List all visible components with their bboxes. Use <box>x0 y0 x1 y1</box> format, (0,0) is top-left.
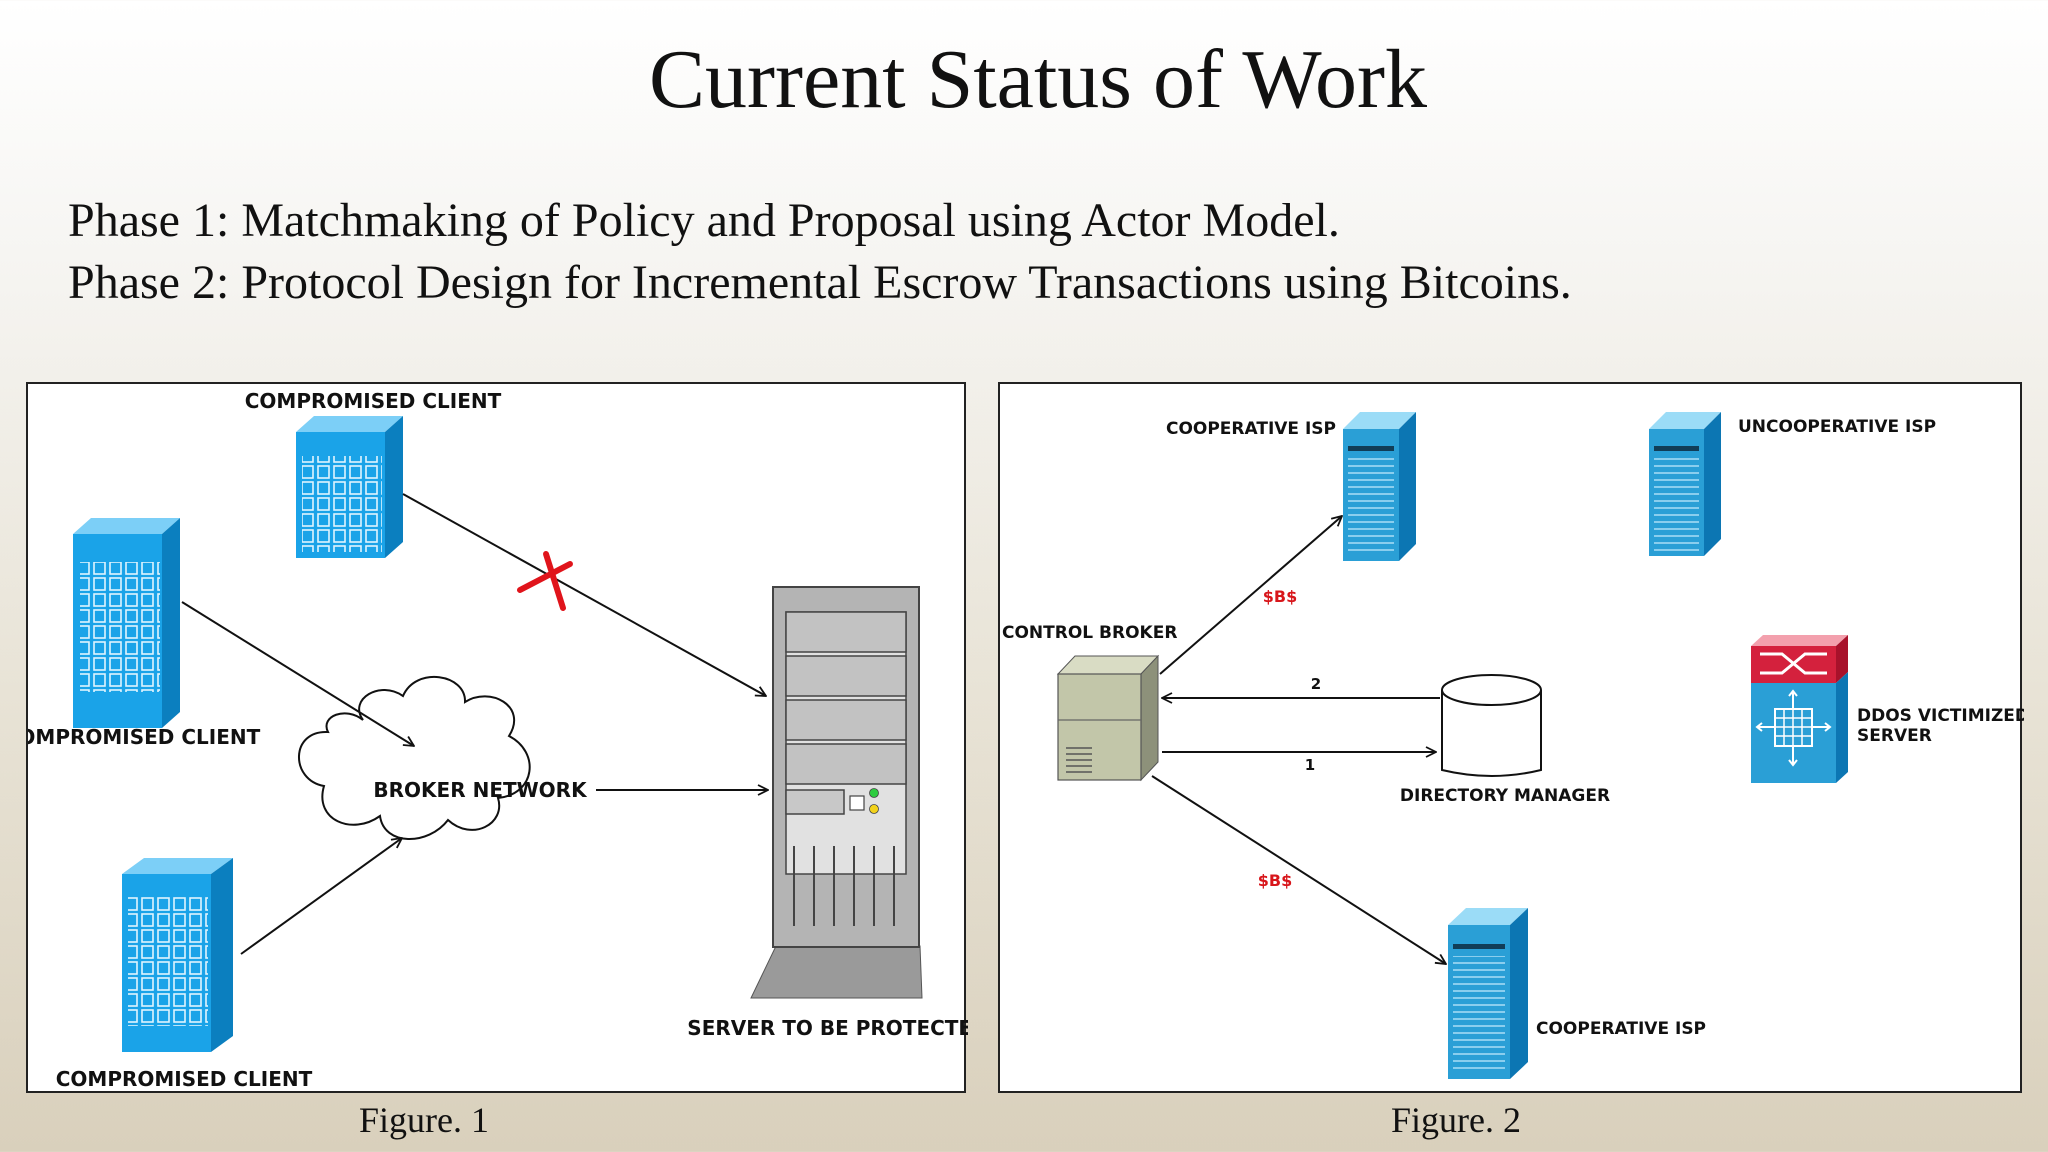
client-to-broker-arrow <box>181 601 414 746</box>
label-server: SERVER <box>1857 726 1932 746</box>
server-tower-icon <box>750 586 923 999</box>
label-uncooperative-isp: UNCOOPERATIVE ISP <box>1738 417 1936 437</box>
building-icon <box>73 518 180 728</box>
cloud-icon <box>298 675 531 840</box>
blocked-arrow <box>402 493 766 696</box>
label-compromised-client-bottom: COMPROMISED CLIENT <box>56 1067 313 1091</box>
label-compromised-client-left: COMPROMISED CLIENT <box>28 725 261 749</box>
figure-1-caption: Figure. 1 <box>359 1100 489 1140</box>
payment-arrow-top <box>1159 516 1342 675</box>
firewall-server-icon <box>1751 635 1848 783</box>
figure-1-diagram: COMPROMISED CLIENT COMPROMISED CLIENT CO… <box>26 382 968 1093</box>
blocked-x-icon <box>517 551 573 611</box>
server-rack-icon <box>1448 908 1528 1079</box>
phase-1-text: Phase 1: Matchmaking of Policy and Propo… <box>68 194 1340 247</box>
figure-2-svg: COOPERATIVE ISP UNCOOPERATIVE ISP CONTRO… <box>1002 412 2024 1079</box>
label-payment-bottom: $B$ <box>1258 871 1292 890</box>
building-icon <box>296 416 403 558</box>
label-cooperative-isp-bottom: COOPERATIVE ISP <box>1536 1019 1706 1039</box>
database-icon <box>1441 674 1542 777</box>
label-payment-top: $B$ <box>1263 587 1297 606</box>
figure-1-svg: COMPROMISED CLIENT COMPROMISED CLIENT CO… <box>28 389 968 1091</box>
label-step-1: 1 <box>1305 756 1315 774</box>
server-rack-icon <box>1343 412 1416 561</box>
phase-2-text: Phase 2: Protocol Design for Incremental… <box>68 256 1572 309</box>
label-compromised-client-top: COMPROMISED CLIENT <box>245 389 502 413</box>
building-icon <box>122 858 233 1052</box>
label-server-to-be-protected: SERVER TO BE PROTECTED <box>687 1016 968 1040</box>
server-rack-icon <box>1649 412 1721 556</box>
figure-2-caption: Figure. 2 <box>1391 1100 1521 1140</box>
label-step-2: 2 <box>1311 675 1321 693</box>
label-broker-network: BROKER NETWORK <box>373 778 588 802</box>
slide-title: Current Status of Work <box>649 33 1427 126</box>
label-directory-manager: DIRECTORY MANAGER <box>1400 786 1610 806</box>
label-control-broker: CONTROL BROKER <box>1002 623 1177 643</box>
label-ddos-victimized: DDOS VICTIMIZED <box>1857 706 2024 726</box>
control-broker-icon <box>1056 654 1160 782</box>
figure-2-diagram: COOPERATIVE ISP UNCOOPERATIVE ISP CONTRO… <box>998 382 2024 1093</box>
payment-arrow-bottom <box>1151 775 1446 964</box>
label-cooperative-isp-top: COOPERATIVE ISP <box>1166 419 1336 439</box>
client-to-broker-arrow <box>240 838 402 955</box>
